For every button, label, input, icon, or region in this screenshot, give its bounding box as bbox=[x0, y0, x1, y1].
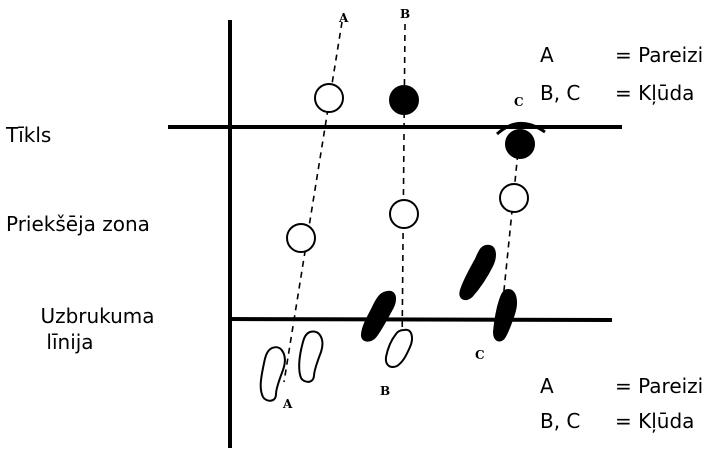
legend-bottom-key-1: A bbox=[540, 374, 554, 398]
tag-top-b: B bbox=[400, 7, 411, 21]
legend-top-value-1: = Pareizi bbox=[615, 43, 704, 67]
legend-bottom-value-2: = Kļūda bbox=[615, 409, 695, 433]
footprint-a-right bbox=[298, 330, 324, 383]
ball-a-front-zone bbox=[286, 223, 316, 253]
footprint-a-left bbox=[259, 346, 286, 402]
attack-line bbox=[227, 317, 613, 322]
tag-top-c: C bbox=[514, 95, 524, 109]
footprint-c-lower bbox=[492, 288, 517, 342]
tag-bottom-a: A bbox=[283, 397, 293, 411]
legend-top-value-2: = Kļūda bbox=[615, 81, 695, 105]
tag-bottom-c: C bbox=[475, 348, 485, 362]
front-zone-label: Priekšēja zona bbox=[6, 212, 150, 236]
legend-top-key-2: B, C bbox=[540, 81, 581, 105]
attack-line-label-line2: līnija bbox=[46, 330, 94, 354]
legend-bottom-key-2: B, C bbox=[540, 409, 581, 433]
attack-line-label-line1: Uzbrukuma bbox=[40, 304, 155, 328]
footprint-c-upper bbox=[459, 244, 496, 301]
ball-b-front-zone bbox=[389, 199, 419, 229]
ball-c-front-zone bbox=[499, 183, 529, 213]
ball-b-above-net bbox=[389, 85, 419, 115]
footprint-b-black bbox=[360, 290, 396, 342]
trajectory-a bbox=[283, 21, 343, 383]
footprint-b-outline bbox=[384, 328, 413, 368]
tag-top-a: A bbox=[339, 11, 349, 25]
legend-bottom-value-1: = Pareizi bbox=[615, 374, 704, 398]
trajectory-b bbox=[401, 23, 406, 353]
tag-bottom-b: B bbox=[380, 384, 391, 398]
ball-a-above-net bbox=[314, 83, 344, 113]
net-label: Tīkls bbox=[6, 123, 52, 147]
net-contact-arc bbox=[495, 122, 546, 136]
ball-c-touching-net bbox=[505, 129, 535, 159]
legend-top-key-1: A bbox=[540, 43, 554, 67]
